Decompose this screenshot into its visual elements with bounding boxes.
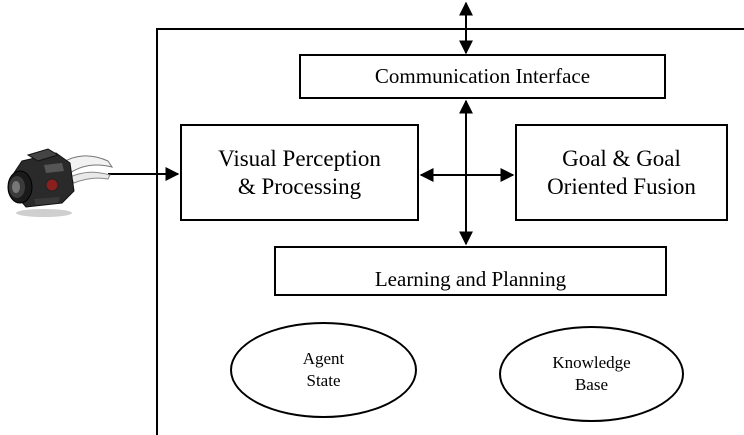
learning-planning-box: Learning and Planning xyxy=(274,246,667,296)
goal-fusion-box: Goal & Goal Oriented Fusion xyxy=(515,124,728,221)
goal-fusion-label-line1: Goal & Goal xyxy=(562,145,681,171)
agent-state-label-line2: State xyxy=(306,371,341,390)
camera-icon xyxy=(7,148,114,217)
agent-state-ellipse: Agent State xyxy=(230,322,417,418)
knowledge-base-label-line2: Base xyxy=(574,375,609,394)
visual-perception-label-line2: & Processing xyxy=(237,173,362,199)
learning-planning-label: Learning and Planning xyxy=(374,266,567,291)
knowledge-base-ellipse: Knowledge Base xyxy=(499,326,684,422)
agent-state-label-line1: Agent xyxy=(302,348,345,368)
agent-boundary xyxy=(156,28,744,435)
communication-interface-label: Communication Interface xyxy=(374,63,591,88)
visual-perception-box: Visual Perception & Processing xyxy=(180,124,419,221)
goal-fusion-label-line2: Oriented Fusion xyxy=(547,173,696,199)
visual-perception-label-line1: Visual Perception xyxy=(218,145,381,171)
knowledge-base-label-line1: Knowledge xyxy=(552,352,631,372)
communication-interface-box: Communication Interface xyxy=(299,54,666,99)
